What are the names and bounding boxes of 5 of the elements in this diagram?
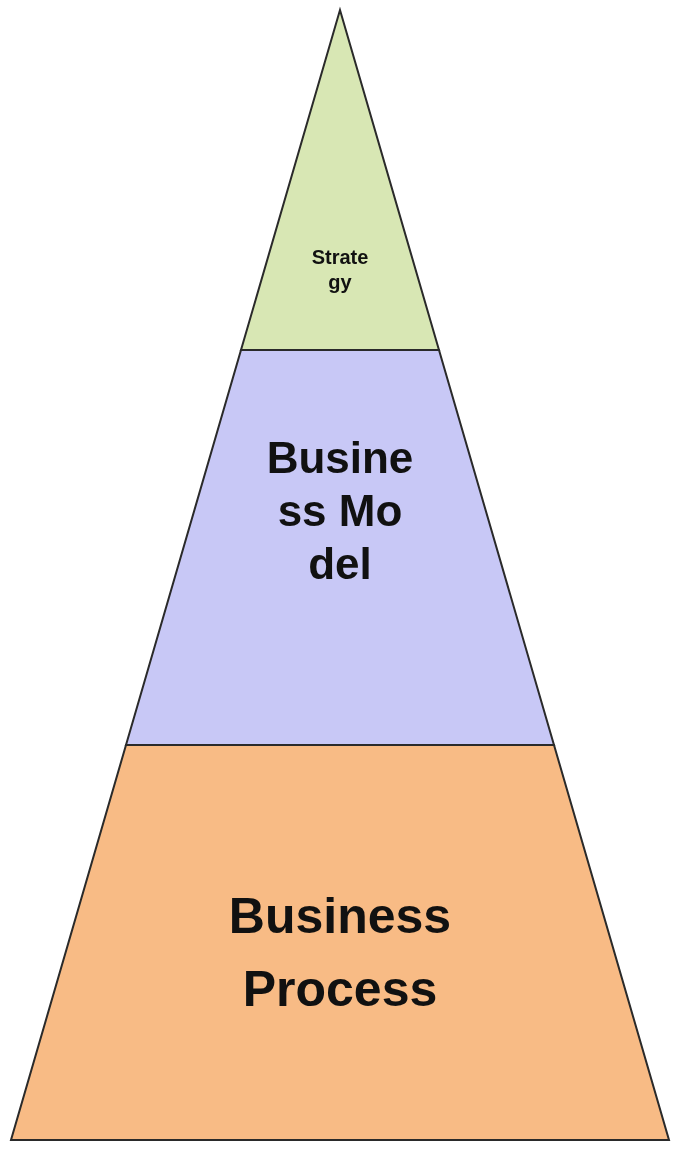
pyramid-tier	[126, 350, 554, 745]
tier-label: Business Model	[265, 432, 415, 590]
pyramid-tier	[11, 745, 669, 1140]
tier-label: Business Process	[227, 887, 453, 1019]
tier-label: Strategy	[310, 245, 370, 295]
